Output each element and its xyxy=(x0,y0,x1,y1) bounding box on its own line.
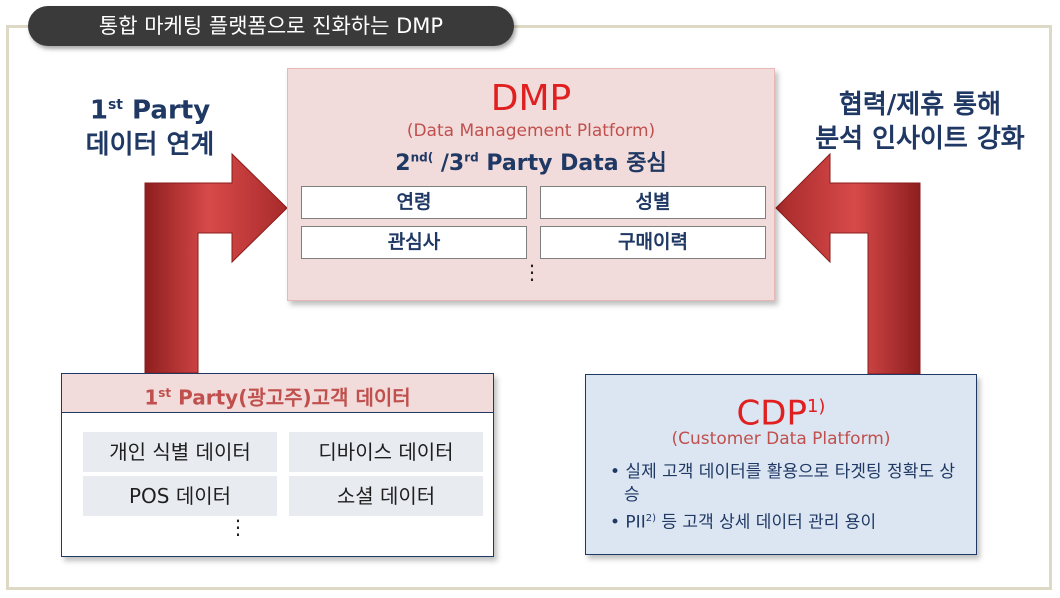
partnership-label: 협력/제휴 통해 분석 인사이트 강화 xyxy=(815,90,1025,154)
diagram-title: 통합 마케팅 플랫폼으로 진화하는 DMP xyxy=(28,6,514,46)
dmp-cell-purchase-history: 구매이력 xyxy=(540,226,766,259)
first-party-cell-social: 소셜 데이터 xyxy=(289,476,483,516)
first-party-cell-pos: POS 데이터 xyxy=(83,476,277,516)
dmp-cell-interests: 관심사 xyxy=(301,226,527,259)
first-party-more-ellipsis: ⋮ xyxy=(228,515,248,539)
left-flow-arrow xyxy=(144,152,288,374)
first-party-cell-device: 디바이스 데이터 xyxy=(289,432,483,472)
cdp-bullets: • 실제 고객 데이터를 활용으로 타겟팅 정확도 상승 • PII2) 등 고… xyxy=(610,461,970,535)
right-flow-arrow xyxy=(775,152,921,375)
cdp-subtitle: (Customer Data Platform) xyxy=(671,429,891,449)
cdp-title: CDP1) xyxy=(736,393,826,434)
cdp-box: CDP1) (Customer Data Platform) • 실제 고객 데… xyxy=(585,374,977,555)
first-party-box: 1st Party(광고주)고객 데이터 개인 식별 데이터 디바이스 데이터 … xyxy=(61,373,494,557)
dmp-more-ellipsis: ⋮ xyxy=(522,260,542,284)
first-party-link-label: 1st Party 데이터 연계 xyxy=(85,95,215,160)
dmp-title: DMP xyxy=(490,78,572,119)
first-party-cell-personal-id: 개인 식별 데이터 xyxy=(83,432,277,472)
cdp-bullet-pii: • PII2) 등 고객 상세 데이터 관리 용이 xyxy=(610,512,877,533)
dmp-box: DMP (Data Management Platform) 2nd( /3rd… xyxy=(287,68,775,301)
dmp-subtitle: (Data Management Platform) xyxy=(406,121,656,141)
dmp-cell-age: 연령 xyxy=(301,186,527,219)
dmp-focus: 2nd( /3rd Party Data 중심 xyxy=(395,150,667,176)
cdp-bullet-targeting: • 실제 고객 데이터를 활용으로 타겟팅 정확도 상승 xyxy=(610,462,956,505)
dmp-cell-gender: 성별 xyxy=(540,186,766,219)
first-party-header: 1st Party(광고주)고객 데이터 xyxy=(62,374,493,413)
